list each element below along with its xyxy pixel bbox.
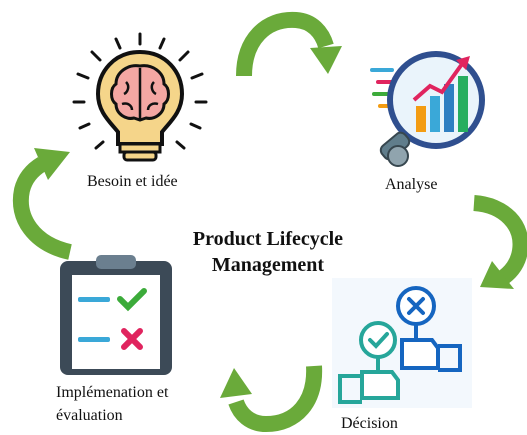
magnifier-chart-icon — [370, 51, 485, 167]
stage-label-decision: Décision — [341, 415, 398, 432]
hands-check-cross-signs-icon — [332, 278, 472, 408]
stage-label-analyse: Analyse — [385, 176, 438, 193]
clipboard-checklist-icon — [60, 255, 172, 375]
stage-label-besoin: Besoin et idée — [87, 173, 178, 190]
diagram-title-line2: Management — [211, 254, 325, 276]
arrow-bottom-icon — [220, 365, 323, 433]
diagram-title: Product Lifecycle Management — [168, 226, 368, 278]
arrow-top-icon — [236, 11, 342, 77]
lightbulb-brain-icon — [72, 32, 208, 162]
diagram-title-line1: Product Lifecycle — [192, 228, 344, 250]
arrow-right-icon — [473, 195, 527, 289]
stage-label-implementation-line1: Implémenation et — [56, 384, 169, 401]
stage-label-implementation-line2: évaluation — [56, 407, 123, 424]
arrow-left-icon — [12, 148, 73, 260]
